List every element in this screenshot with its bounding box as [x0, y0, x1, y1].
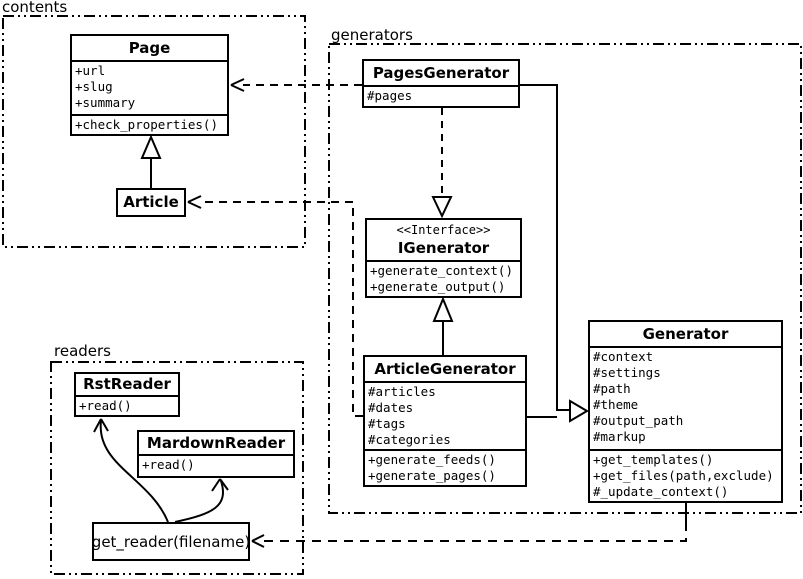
package-contents-label: contents — [2, 0, 68, 16]
method: +generate_feeds() — [368, 452, 496, 467]
attribute: #output_path — [593, 413, 684, 428]
class-article-name: Article — [123, 193, 179, 211]
method: +read() — [79, 398, 132, 413]
method: +check_properties() — [75, 117, 218, 132]
edge-articlegenerator-uses-article — [187, 195, 363, 417]
class-igenerator-methods: +generate_context() +generate_output() — [367, 260, 520, 296]
attribute: #markup — [593, 429, 646, 444]
attribute: #settings — [593, 365, 661, 380]
class-generator: Generator #context #settings #path #them… — [588, 320, 783, 503]
class-rstreader: RstReader +read() — [74, 372, 180, 417]
attribute: +url — [75, 63, 106, 78]
class-article: Article — [116, 188, 186, 217]
class-mardownreader: MardownReader +read() — [137, 430, 295, 478]
class-igenerator-name: IGenerator — [397, 239, 490, 257]
attribute: +slug — [75, 79, 113, 94]
package-readers-label: readers — [54, 342, 111, 360]
class-igenerator: <<Interface>> IGenerator +generate_conte… — [365, 218, 522, 298]
class-igenerator-stereotype: <<Interface>> — [396, 223, 491, 237]
edge-articlegenerator-inherits-igenerator — [432, 296, 454, 355]
class-page-name: Page — [128, 39, 171, 57]
class-pagesgenerator-attributes: #pages — [364, 85, 518, 106]
attribute: #dates — [368, 400, 414, 415]
attribute: #articles — [368, 384, 436, 399]
class-articlegenerator: ArticleGenerator #articles #dates #tags … — [363, 355, 527, 487]
class-generator-name: Generator — [642, 325, 729, 343]
class-pagesgenerator-name: PagesGenerator — [372, 64, 510, 82]
attribute: #pages — [367, 88, 413, 103]
function-get-reader-label: get_reader(filename) — [91, 532, 251, 551]
method: +get_files(path,exclude) — [593, 468, 774, 483]
attribute: +summary — [75, 95, 136, 110]
edge-generators-inherit-generator — [520, 84, 589, 423]
method: +generate_pages() — [368, 468, 496, 483]
attribute: #theme — [593, 397, 639, 412]
class-articlegenerator-name: ArticleGenerator — [374, 360, 516, 378]
class-generator-attributes: #context #settings #path #theme #output_… — [590, 346, 781, 449]
class-mardownreader-methods: +read() — [139, 454, 293, 476]
class-pagesgenerator: PagesGenerator #pages — [362, 59, 520, 108]
class-rstreader-methods: +read() — [76, 395, 178, 415]
attribute: #tags — [368, 416, 406, 431]
package-contents-border — [2, 15, 306, 248]
attribute: #path — [593, 381, 631, 396]
class-page-attributes: +url +slug +summary — [72, 60, 227, 114]
edge-pagesgenerator-uses-page — [230, 78, 362, 92]
edge-pagesgenerator-realizes-igenerator — [431, 108, 453, 219]
class-igenerator-header: <<Interface>> IGenerator — [367, 220, 520, 260]
method: +generate_output() — [370, 279, 506, 294]
edge-getreader-to-mardownreader — [174, 478, 229, 523]
attribute: #categories — [368, 432, 451, 447]
function-get-reader: get_reader(filename) — [92, 522, 250, 561]
method: #_update_context() — [593, 484, 729, 499]
class-page-methods: +check_properties() — [72, 114, 227, 134]
class-articlegenerator-methods: +generate_feeds() +generate_pages() — [365, 449, 525, 485]
package-readers-border — [50, 361, 304, 575]
package-generators-label: generators — [331, 26, 413, 44]
attribute: #context — [593, 349, 654, 364]
package-generators-border — [328, 43, 802, 514]
method: +get_templates() — [593, 452, 714, 467]
edge-getreader-to-rstreader — [93, 418, 169, 523]
class-page: Page +url +slug +summary +check_properti… — [70, 34, 229, 136]
class-mardownreader-name: MardownReader — [146, 434, 286, 452]
method: +read() — [142, 457, 195, 472]
class-rstreader-name: RstReader — [83, 375, 171, 393]
class-generator-methods: +get_templates() +get_files(path,exclude… — [590, 449, 781, 501]
edge-generator-uses-getreader — [251, 503, 687, 548]
class-articlegenerator-attributes: #articles #dates #tags #categories — [365, 381, 525, 449]
edge-article-inherits-page — [140, 134, 162, 188]
method: +generate_context() — [370, 263, 513, 278]
